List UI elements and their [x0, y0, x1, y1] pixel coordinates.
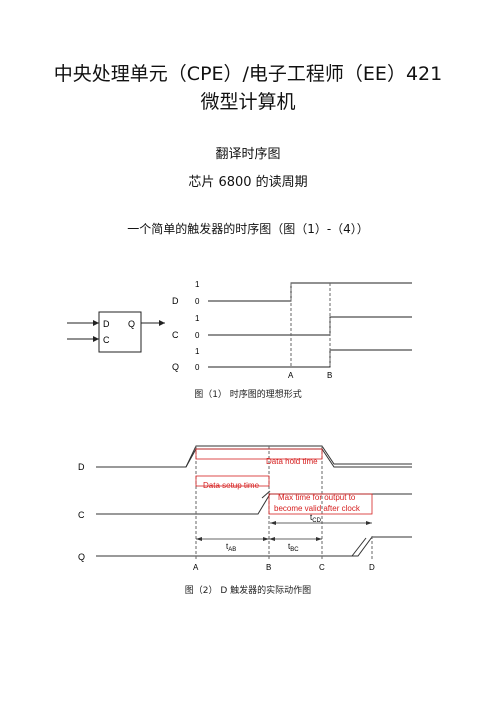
section-heading: 一个简单的触发器的时序图（图（1）-（4）） [127, 222, 369, 236]
fig1-d-level-low: 0 [195, 297, 200, 306]
fig1-c-waveform [208, 316, 412, 336]
data-setup-time-label: Data setup time [203, 481, 260, 490]
t-ab-dimension: tAB [196, 537, 269, 553]
figure-1-ideal-timing-diagram: D Q C D C Q 1 0 1 0 1 0 A B [67, 280, 412, 380]
fig1-marker-a: A [288, 371, 294, 380]
document-title-line2: 微型计算机 [200, 91, 296, 113]
fig1-c-level-high: 1 [195, 314, 200, 323]
block-pin-q: Q [128, 319, 135, 329]
block-pin-c: C [103, 335, 110, 345]
t-cd-label: t [310, 513, 313, 522]
max-time-label-line2: become valid after clock [274, 504, 361, 513]
fig2-marker-a: A [193, 563, 199, 572]
fig2-signal-c: C [78, 510, 85, 520]
block-pin-d: D [103, 319, 110, 329]
document-subtitle: 翻译时序图 [215, 147, 281, 162]
t-cd-dimension: tCD [270, 513, 372, 525]
fig1-q-waveform [208, 349, 412, 368]
figure-1-caption: 图（1） 时序图的理想形式 [194, 390, 302, 400]
data-setup-time-box [195, 475, 270, 487]
fig2-signal-q: Q [78, 552, 85, 562]
fig2-c-waveform [96, 490, 412, 515]
fig1-d-waveform [208, 282, 412, 302]
figure-2-caption: 图（2） D 触发器的实际动作图 [184, 586, 312, 596]
fig1-c-level-low: 0 [195, 331, 200, 340]
svg-text:tCD: tCD [310, 513, 322, 524]
t-ab-label: t [226, 542, 229, 551]
svg-text:tAB: tAB [226, 542, 236, 553]
fig1-signal-q: Q [172, 362, 179, 372]
max-time-label-line1: Max time for output to [278, 493, 356, 502]
fig2-q-waveform [96, 536, 412, 557]
t-ab-subscript: AB [228, 547, 236, 553]
t-bc-label: t [288, 542, 291, 551]
max-time-box [268, 493, 373, 515]
fig1-q-level-low: 0 [195, 363, 200, 372]
fig1-signal-c: C [172, 330, 179, 340]
t-cd-subscript: CD [312, 518, 321, 524]
t-bc-dimension: tBC [269, 537, 322, 553]
data-hold-time-label: Data hold time [266, 457, 318, 466]
t-bc-subscript: BC [290, 547, 299, 553]
fig1-signal-d: D [172, 296, 179, 306]
fig2-marker-d: D [369, 563, 375, 572]
flip-flop-block: D Q C [67, 311, 165, 353]
figure-2-actual-operation-diagram: D C Q Data hold time Data setup time Max… [78, 445, 412, 572]
fig1-marker-b: B [327, 371, 332, 380]
document-title-line1: 中央处理单元（CPE）/电子工程师（EE）421 [53, 63, 443, 85]
fig2-marker-c: C [319, 563, 325, 572]
fig2-signal-d: D [78, 462, 85, 472]
data-hold-time-box [195, 448, 323, 460]
fig2-marker-b: B [266, 563, 271, 572]
svg-text:tBC: tBC [288, 542, 299, 553]
fig1-q-level-high: 1 [195, 347, 200, 356]
fig1-d-level-high: 1 [195, 280, 200, 289]
chip-read-cycle-label: 芯片 6800 的读周期 [188, 175, 308, 190]
